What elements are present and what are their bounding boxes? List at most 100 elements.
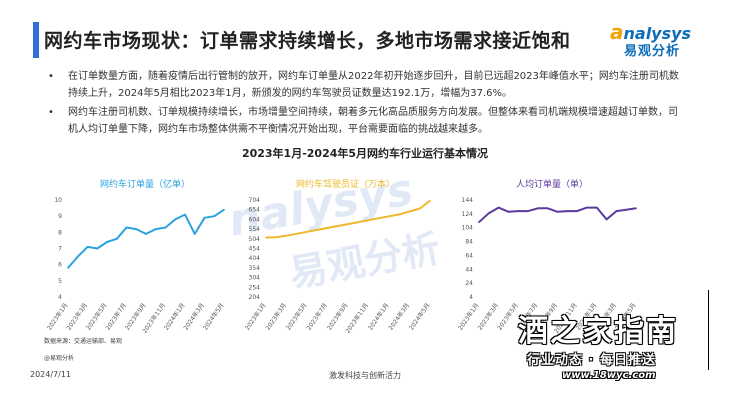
chart-licenses-series-line [265, 200, 431, 239]
chart-orders-ytick: 7 [58, 246, 62, 253]
overlay-url: www.18wyc.com [562, 370, 656, 381]
chart-orders-ytick: 10 [54, 197, 62, 204]
chart-orders-point [135, 228, 138, 230]
chart-licenses-point [295, 232, 298, 235]
chart-per-driver-point [635, 207, 637, 210]
chart-orders-point [174, 218, 177, 221]
bullet-list: • 在订单数量方面，随着疫情后出行管制的放开，网约车订单量从2022年初开始逐步… [46, 68, 686, 140]
chart-per-driver-ytick: 124 [462, 211, 474, 218]
brand-logo-cn: 易观分析 [624, 44, 681, 59]
chart-licenses-point [265, 236, 267, 239]
chart-per-driver-point [595, 206, 598, 209]
chart-licenses-ytick: 204 [249, 294, 261, 301]
chart-per-driver-point [507, 210, 510, 213]
chart-licenses-ytick: 404 [249, 255, 261, 262]
chart-per-driver-point [497, 206, 500, 209]
chart-per-driver-ytick: 44 [465, 266, 473, 273]
chart-per-driver-point [546, 207, 549, 210]
chart-per-driver-point [537, 207, 539, 210]
bullet-item: • 在订单数量方面，随着疫情后出行管制的放开，网约车订单量从2022年初开始逐步… [46, 68, 686, 102]
chart-per-driver-ytick: 4 [469, 294, 473, 301]
chart-orders-point [213, 215, 216, 217]
chart-orders-ytick: 5 [58, 278, 62, 285]
chart-orders-ytick: 4 [58, 294, 62, 301]
chart-orders-point [193, 233, 196, 235]
chart-licenses-ytick: 554 [249, 226, 261, 233]
chart-orders-point [106, 241, 108, 243]
bullet-item: • 网约车注册司机数、订单规模持续增长，市场增量空间持续，朝着多元化高品质服务方… [46, 104, 686, 138]
chart-orders-point [86, 246, 89, 248]
chart-licenses-point [275, 236, 278, 238]
chart-licenses-ytick: 604 [249, 216, 261, 223]
chart-licenses-ytick: 654 [249, 207, 261, 214]
chart-per-driver-point [478, 221, 480, 223]
footer-slogan: 激发科技与创新活力 [329, 371, 401, 380]
source-note: 数据来源：交通运输部、易观 [44, 338, 123, 345]
chart-per-driver-point [586, 206, 588, 209]
chart-licenses-ytick: 504 [249, 236, 261, 243]
chart-licenses-point [429, 199, 431, 202]
chart-per-driver-point [517, 210, 520, 212]
chart-per-driver-ytick: 84 [465, 239, 473, 246]
chart-orders-point [164, 226, 167, 229]
chart-licenses-point [306, 231, 308, 233]
chart-licenses-ytick: 304 [249, 275, 261, 282]
chart-per-driver-point [566, 210, 569, 212]
chart-orders-point [96, 247, 99, 250]
overlay-subtitle: 行业动态 · 每日推送 [527, 353, 656, 368]
chart-orders-point [67, 267, 69, 269]
chart-orders-ytick: 6 [58, 262, 62, 269]
chart-licenses: 网约车驾驶员证（万本）20425430435440445450455460465… [243, 178, 431, 335]
chart-licenses-point [326, 227, 329, 229]
chart-orders-series-line [67, 208, 225, 269]
chart-licenses-title: 网约车驾驶员证（万本） [296, 178, 395, 190]
overlay-title: 酒之家指南 [518, 314, 678, 349]
chart-orders-point [115, 238, 118, 240]
title-accent-bar [33, 22, 39, 58]
bullet-text: 网约车注册司机数、订单规模持续增长，市场增量空间持续，朝着多元化高品质服务方向发… [68, 107, 678, 135]
source-credit: @易观分析 [44, 355, 75, 362]
chart-licenses-point [316, 229, 319, 231]
chart-per-driver-point [556, 210, 559, 213]
chart-orders: 网约车订单量（亿单）456789102023年1月2023年3月2023年5月2… [45, 178, 225, 335]
chart-licenses-ytick: 254 [249, 284, 261, 291]
chart-licenses-point [398, 213, 401, 216]
chart-per-driver-point [605, 218, 608, 221]
bullet-symbol: • [48, 107, 54, 118]
chart-licenses-point [377, 217, 380, 220]
chart-licenses-point [388, 215, 390, 218]
chart-orders-point [154, 228, 157, 230]
chart-per-driver-ytick: 24 [465, 280, 473, 287]
chart-licenses-point [336, 225, 339, 227]
chart-orders-ytick: 9 [58, 213, 62, 220]
chart-per-driver-title: 人均订单量（单） [516, 178, 588, 190]
chart-licenses-point [357, 221, 360, 223]
chart-per-driver-ytick: 64 [465, 252, 473, 259]
report-date: 2024/7/11 [30, 370, 72, 379]
chart-licenses-point [347, 223, 349, 225]
chart-licenses-ytick: 704 [249, 197, 261, 204]
chart-orders-ytick: 8 [58, 229, 62, 236]
chart-licenses-point [408, 210, 411, 213]
chart-per-driver-series-line [478, 206, 637, 223]
overlay-divider [708, 290, 709, 370]
bullet-text: 在订单数量方面，随着疫情后出行管制的放开，网约车订单量从2022年初开始逐步回升… [68, 71, 679, 99]
chart-per-driver-ytick: 104 [462, 225, 474, 232]
chart-orders-point [125, 226, 128, 229]
chart-per-driver-point [576, 210, 578, 212]
chart-per-driver-point [488, 212, 490, 214]
chart-per-driver-point [625, 208, 627, 211]
chart-licenses-point [285, 234, 288, 237]
chart-per-driver-point [527, 210, 529, 212]
chart-licenses-ytick: 354 [249, 265, 261, 272]
brand-logo: analysys 易观分析 [610, 20, 710, 64]
chart-orders-point [145, 233, 147, 235]
chart-orders-point [184, 213, 186, 216]
brand-logo-en: analysys [610, 20, 692, 44]
chart-licenses-point [418, 207, 421, 210]
chart-orders-point [223, 208, 225, 211]
chart-licenses-point [367, 219, 370, 221]
bullet-symbol: • [48, 71, 54, 82]
page-title: 网约车市场现状：订单需求持续增长，多地市场需求接近饱和 [44, 30, 571, 52]
